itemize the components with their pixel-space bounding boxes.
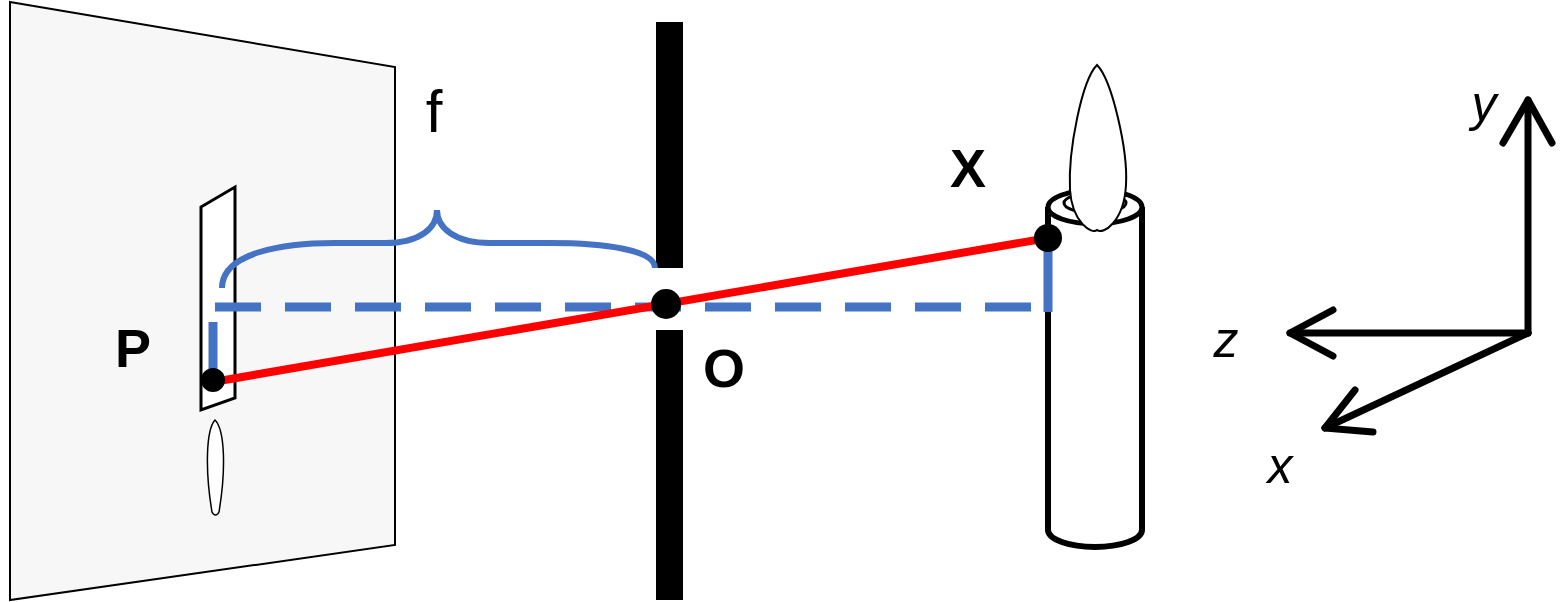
- axis-label: z: [1214, 315, 1239, 365]
- pinhole-label: O: [703, 341, 745, 395]
- axes: [1290, 100, 1552, 432]
- candle-body: [1048, 207, 1142, 547]
- flame: [1070, 65, 1126, 231]
- focal-brace: [222, 210, 655, 288]
- y-arrowhead: [1503, 100, 1552, 143]
- focal-length-label: f: [426, 82, 443, 142]
- candle: [1048, 65, 1142, 547]
- y-axis: [1525, 100, 1532, 333]
- axis-label: x: [1268, 441, 1293, 491]
- pinhole-point: [651, 289, 681, 319]
- object-height: [1044, 250, 1053, 312]
- object-point: [1034, 224, 1062, 252]
- x-axis: [1325, 333, 1528, 428]
- object-point-label: X: [950, 141, 986, 195]
- image-point-label: P: [115, 321, 151, 375]
- z-axis: [1290, 330, 1528, 337]
- axis-label: y: [1472, 79, 1497, 129]
- barrier-bottom: [656, 330, 683, 600]
- barrier-top: [656, 22, 683, 268]
- image-plane: [10, 2, 395, 600]
- light-ray: [213, 238, 1048, 382]
- z-arrowhead: [1290, 310, 1333, 356]
- inverted-flame: [207, 420, 223, 515]
- x-arrowhead: [1325, 390, 1373, 432]
- image-point: [201, 368, 225, 392]
